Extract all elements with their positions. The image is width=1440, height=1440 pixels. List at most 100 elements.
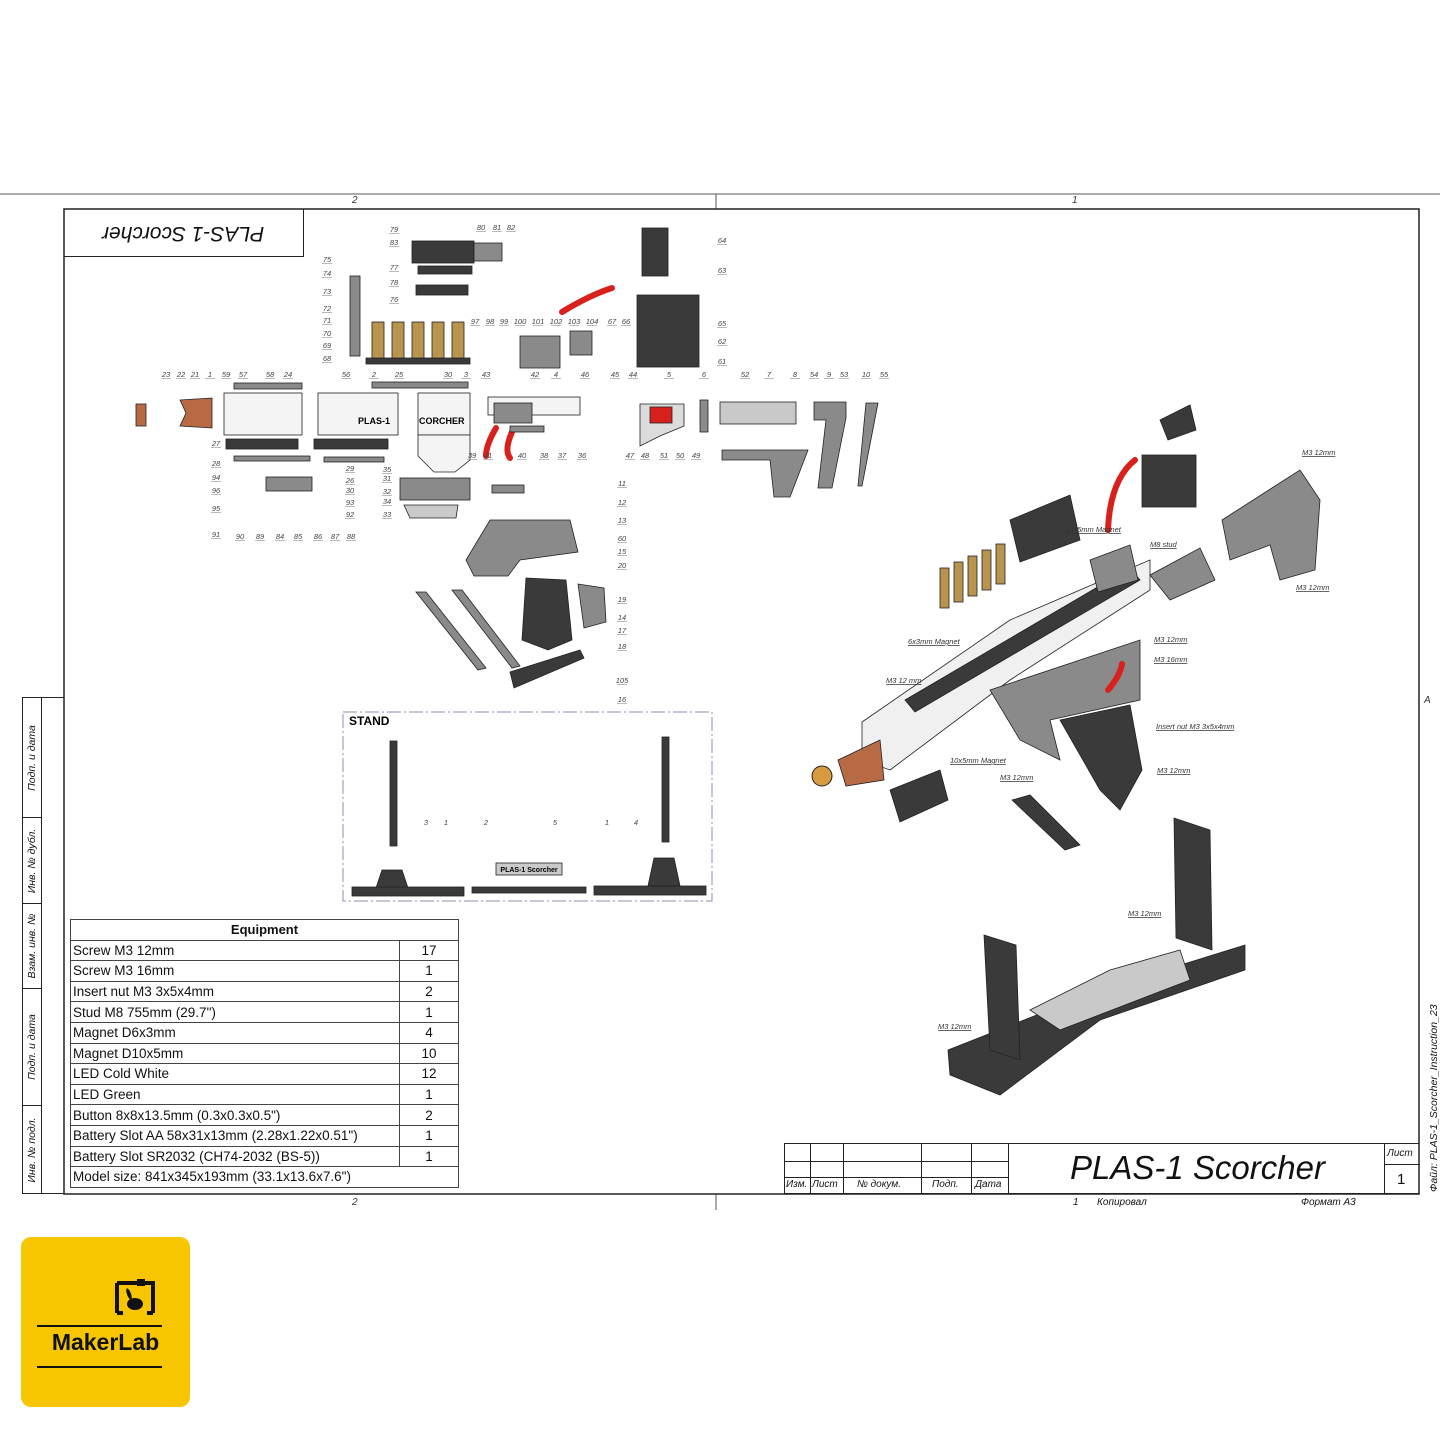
stamp-cell: Взам. инв. № (23, 904, 42, 989)
part-callout: 105 (616, 676, 629, 685)
part-callout: 88 (347, 532, 356, 541)
divider (921, 1144, 922, 1193)
equipment-qty: 4 (399, 1021, 459, 1044)
copied-number: 1 (1073, 1197, 1079, 1208)
zone-label: 2 (352, 1197, 358, 1208)
assembled-cone (837, 739, 885, 787)
part-callout: 16 (618, 695, 627, 704)
part-callout: 28 (211, 459, 221, 468)
part-callout: 31 (383, 474, 391, 483)
assembly-note: 10x5mm Magnet (950, 756, 1007, 765)
equipment-item: LED Cold White (70, 1063, 400, 1085)
part-callout: 92 (346, 510, 355, 519)
part-callout: 97 (471, 317, 480, 326)
part-callout: 51 (660, 451, 668, 460)
part-callout: 25 (394, 370, 404, 379)
led-rail (365, 357, 471, 365)
equipment-row: Battery Slot SR2032 (CH74-2032 (BS-5))1 (70, 1145, 459, 1168)
part-callout: 34 (383, 497, 391, 506)
equipment-title: Equipment (70, 919, 459, 941)
part-callout: 54 (810, 370, 818, 379)
stand-callout: 5 (553, 818, 558, 827)
barrel-segment (417, 392, 471, 436)
header-list: Лист (812, 1179, 838, 1190)
stand-callout: 2 (483, 818, 489, 827)
part-callout: 10 (862, 370, 871, 379)
sheet-label: Лист (1387, 1148, 1413, 1159)
part-callout: 91 (212, 530, 220, 539)
assembled-led (939, 567, 950, 609)
makerlab-logo: MakerLab (21, 1237, 190, 1407)
cylinder-cap (569, 330, 593, 356)
stand-bar (471, 886, 587, 894)
equipment-item: Button 8x8x13.5mm (0.3x0.3x0.5") (70, 1104, 400, 1126)
led-holder (411, 321, 425, 361)
inner-frame (63, 208, 1420, 1195)
assembled-top (1159, 404, 1197, 441)
part-callout: 19 (618, 595, 627, 604)
stand-plate (495, 862, 563, 876)
part-callout: 76 (390, 295, 399, 304)
rail (371, 381, 469, 389)
part-callout: 21 (190, 370, 199, 379)
part-callout: 64 (718, 236, 726, 245)
assembled-tube (1105, 457, 1138, 533)
equipment-row: Battery Slot AA 58x31x13mm (2.28x1.22x0.… (70, 1124, 459, 1147)
assembled-stand-bridge (1029, 949, 1191, 1031)
lower-receiver (465, 519, 579, 577)
printer-rabbit-icon (115, 1279, 155, 1315)
zone-label: 1 (1072, 195, 1078, 206)
heat-sink (313, 438, 389, 450)
nozzle-cone (179, 397, 213, 429)
zone-label: 2 (352, 195, 358, 206)
part-callout: 9 (827, 370, 832, 379)
stamp-label: Подп. и дата (26, 1014, 38, 1080)
stand-foot (375, 869, 409, 889)
equipment-item: Screw M3 12mm (70, 939, 400, 962)
assembled-grip (1059, 704, 1143, 811)
barrel-segment (223, 392, 303, 436)
part-callout: 15 (618, 547, 627, 556)
equipment-row: Stud M8 755mm (29.7")1 (70, 1001, 459, 1023)
file-label: Файл: PLAS-1_Scorcher_Instruction_23 (1428, 1004, 1440, 1192)
header-sign: Подп. (932, 1179, 959, 1190)
nozzle-part (135, 403, 147, 427)
part-callout: 102 (550, 317, 563, 326)
part-callout: 93 (346, 498, 355, 507)
part-callout: 71 (323, 316, 331, 325)
equipment-qty: 17 (399, 939, 459, 962)
equipment-item: LED Green (70, 1083, 400, 1106)
part-callout: 37 (558, 451, 567, 460)
assembly-note: M3 12mm (1128, 909, 1161, 918)
part-callout: 39 (468, 451, 477, 460)
part-callout: 45 (611, 370, 620, 379)
part-callout: 57 (239, 370, 248, 379)
part-callout: 12 (618, 498, 627, 507)
equipment-item: Battery Slot AA 58x31x13mm (2.28x1.22x0.… (70, 1124, 400, 1147)
led-holder (431, 321, 445, 361)
stand-base (593, 885, 707, 896)
part-print: PLAS-1 (358, 416, 390, 426)
barrel-segment (317, 392, 399, 436)
part-callout: 79 (390, 225, 399, 234)
format-label: Формат А3 (1301, 1197, 1356, 1208)
header-doc: № докум. (857, 1179, 902, 1190)
part-callout: 80 (477, 223, 486, 232)
part-callout: 22 (176, 370, 186, 379)
part-callout: 56 (342, 370, 351, 379)
grip (521, 577, 573, 651)
part-callout: 7 (767, 370, 772, 379)
battery-lid (403, 504, 459, 519)
stand-post (661, 736, 670, 843)
part-callout: 50 (676, 451, 685, 460)
part-callout: 49 (692, 451, 701, 460)
led-holder (391, 321, 405, 361)
stock-brace (721, 449, 809, 498)
stand-foot (647, 857, 681, 887)
heat-sink (225, 438, 299, 450)
drawing-title: PLAS-1 Scorcher (1070, 1149, 1325, 1186)
part-callout: 48 (641, 451, 650, 460)
